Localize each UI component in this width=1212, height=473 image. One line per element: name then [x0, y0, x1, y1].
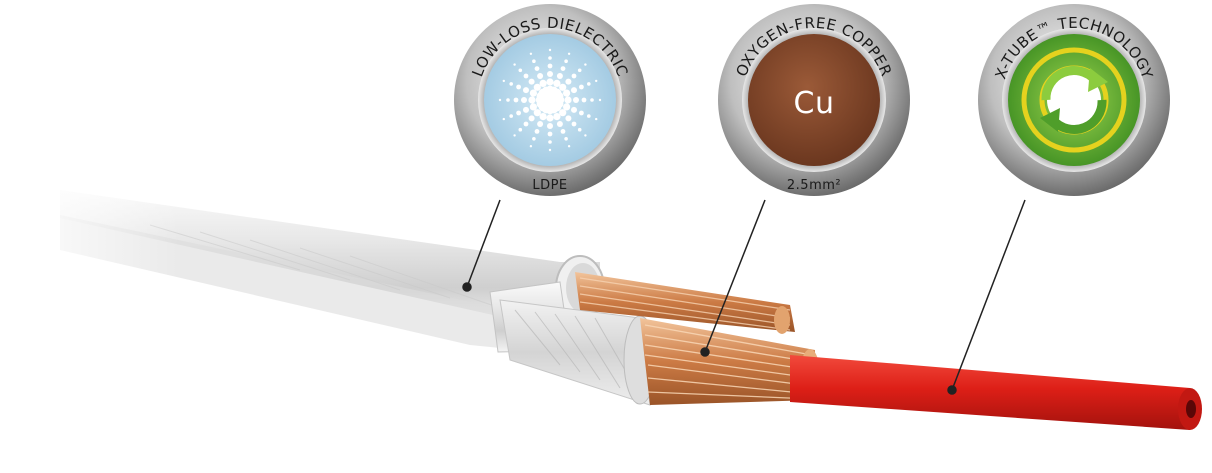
- starburst-dot: [528, 96, 536, 104]
- starburst-dot: [516, 84, 521, 90]
- starburst-dot: [548, 140, 552, 144]
- starburst-dot: [584, 63, 587, 66]
- starburst-dot: [506, 98, 510, 102]
- starburst-dot: [518, 68, 523, 73]
- starburst-dot: [509, 114, 513, 118]
- starburst-dot: [579, 110, 584, 116]
- starburst-dot: [559, 109, 567, 117]
- starburst-dot: [523, 106, 529, 113]
- badge-xtube: X-TUBE™ TECHNOLOGY: [978, 4, 1170, 196]
- starburst-dot: [556, 73, 563, 79]
- starburst-dot: [571, 73, 577, 79]
- starburst-dot: [502, 79, 505, 83]
- starburst-dot: [546, 114, 554, 122]
- starburst-dot: [537, 121, 544, 127]
- red-core: [790, 355, 1202, 430]
- starburst-dot: [532, 59, 536, 63]
- starburst-dot: [553, 79, 561, 87]
- cable: [0, 150, 1202, 430]
- starburst-dot: [546, 78, 554, 86]
- starburst-dot: [547, 71, 553, 77]
- starburst-dot: [547, 131, 553, 137]
- callout-line-copper: [704, 199, 766, 353]
- starburst-dot: [513, 134, 516, 137]
- badge-copper-center-label: Cu: [794, 86, 835, 121]
- badge-ldpe-bottom-label: LDPE: [532, 178, 567, 193]
- starburst-dot: [564, 59, 568, 63]
- starburst-dot: [537, 73, 544, 79]
- starburst-dot: [571, 106, 577, 113]
- callout-line-xtube: [951, 199, 1026, 391]
- starburst-dot: [533, 109, 541, 117]
- starburst-dot: [577, 68, 582, 73]
- starburst-dot: [590, 98, 594, 102]
- dielectric-starburst-icon: [498, 48, 602, 152]
- starburst-dot: [547, 63, 553, 69]
- starburst-dot: [498, 98, 502, 102]
- starburst-dot: [579, 84, 584, 90]
- starburst-dot: [518, 127, 523, 132]
- starburst-dot: [587, 82, 591, 86]
- starburst-dot: [534, 129, 540, 134]
- starburst-dot: [560, 66, 566, 71]
- starburst-dot: [595, 79, 598, 83]
- starburst-dot: [532, 137, 536, 141]
- starburst-dot: [573, 97, 579, 103]
- starburst-dot: [587, 114, 591, 118]
- starburst-dot: [539, 113, 547, 121]
- starburst-dot: [577, 127, 582, 132]
- badge-ldpe: LOW-LOSS DIELECTRIC LDPE: [454, 4, 646, 196]
- starburst-dot: [528, 78, 535, 85]
- starburst-dot: [528, 115, 535, 122]
- copper-strands-upper: [575, 272, 795, 334]
- starburst-dot: [529, 145, 533, 148]
- starburst-dot: [539, 79, 547, 87]
- starburst-dot: [513, 97, 519, 103]
- starburst-dot: [581, 97, 587, 103]
- starburst-dot: [513, 63, 516, 66]
- starburst-dot: [565, 115, 572, 122]
- starburst-dot: [547, 123, 553, 129]
- starburst-dot: [534, 66, 540, 71]
- starburst-dot: [521, 97, 527, 103]
- starburst-dot: [563, 89, 571, 97]
- callout-line-ldpe: [466, 199, 501, 288]
- starburst-dot: [529, 52, 533, 55]
- starburst-dot: [598, 98, 602, 102]
- starburst-dot: [560, 129, 566, 134]
- starburst-dot: [533, 83, 541, 91]
- starburst-dot: [548, 56, 552, 60]
- starburst-dot: [584, 134, 587, 137]
- starburst-dot: [502, 117, 505, 121]
- starburst-dot: [571, 121, 577, 127]
- starburst-dot: [523, 87, 529, 94]
- badge-copper-bottom-label: 2.5mm²: [787, 178, 841, 193]
- callout-lines: [462, 199, 1026, 395]
- starburst-dot: [523, 73, 529, 79]
- starburst-dot: [563, 103, 571, 111]
- starburst-dot: [516, 110, 521, 116]
- starburst-dot: [571, 87, 577, 94]
- starburst-dot: [555, 92, 564, 101]
- starburst-dot: [529, 103, 538, 111]
- starburst-dot: [567, 145, 571, 148]
- starburst-dot: [567, 52, 571, 55]
- braided-shield: [499, 299, 657, 406]
- starburst-dot: [553, 113, 561, 121]
- starburst-dot: [595, 117, 598, 121]
- starburst-dot: [556, 121, 563, 127]
- starburst-dot: [509, 82, 513, 86]
- starburst-dot: [548, 48, 552, 52]
- recycle-arrows-icon: [1021, 47, 1127, 153]
- starburst-dot: [559, 83, 567, 91]
- starburst-center-dot: [543, 93, 557, 107]
- starburst-dot: [564, 96, 572, 104]
- starburst-dot: [548, 148, 552, 152]
- starburst-dot: [565, 78, 572, 85]
- starburst-dot: [523, 121, 529, 127]
- badge-copper: Cu OXYGEN-FREE COPPER 2.5mm²: [718, 4, 910, 196]
- starburst-dot: [564, 137, 568, 141]
- starburst-dot: [529, 89, 538, 97]
